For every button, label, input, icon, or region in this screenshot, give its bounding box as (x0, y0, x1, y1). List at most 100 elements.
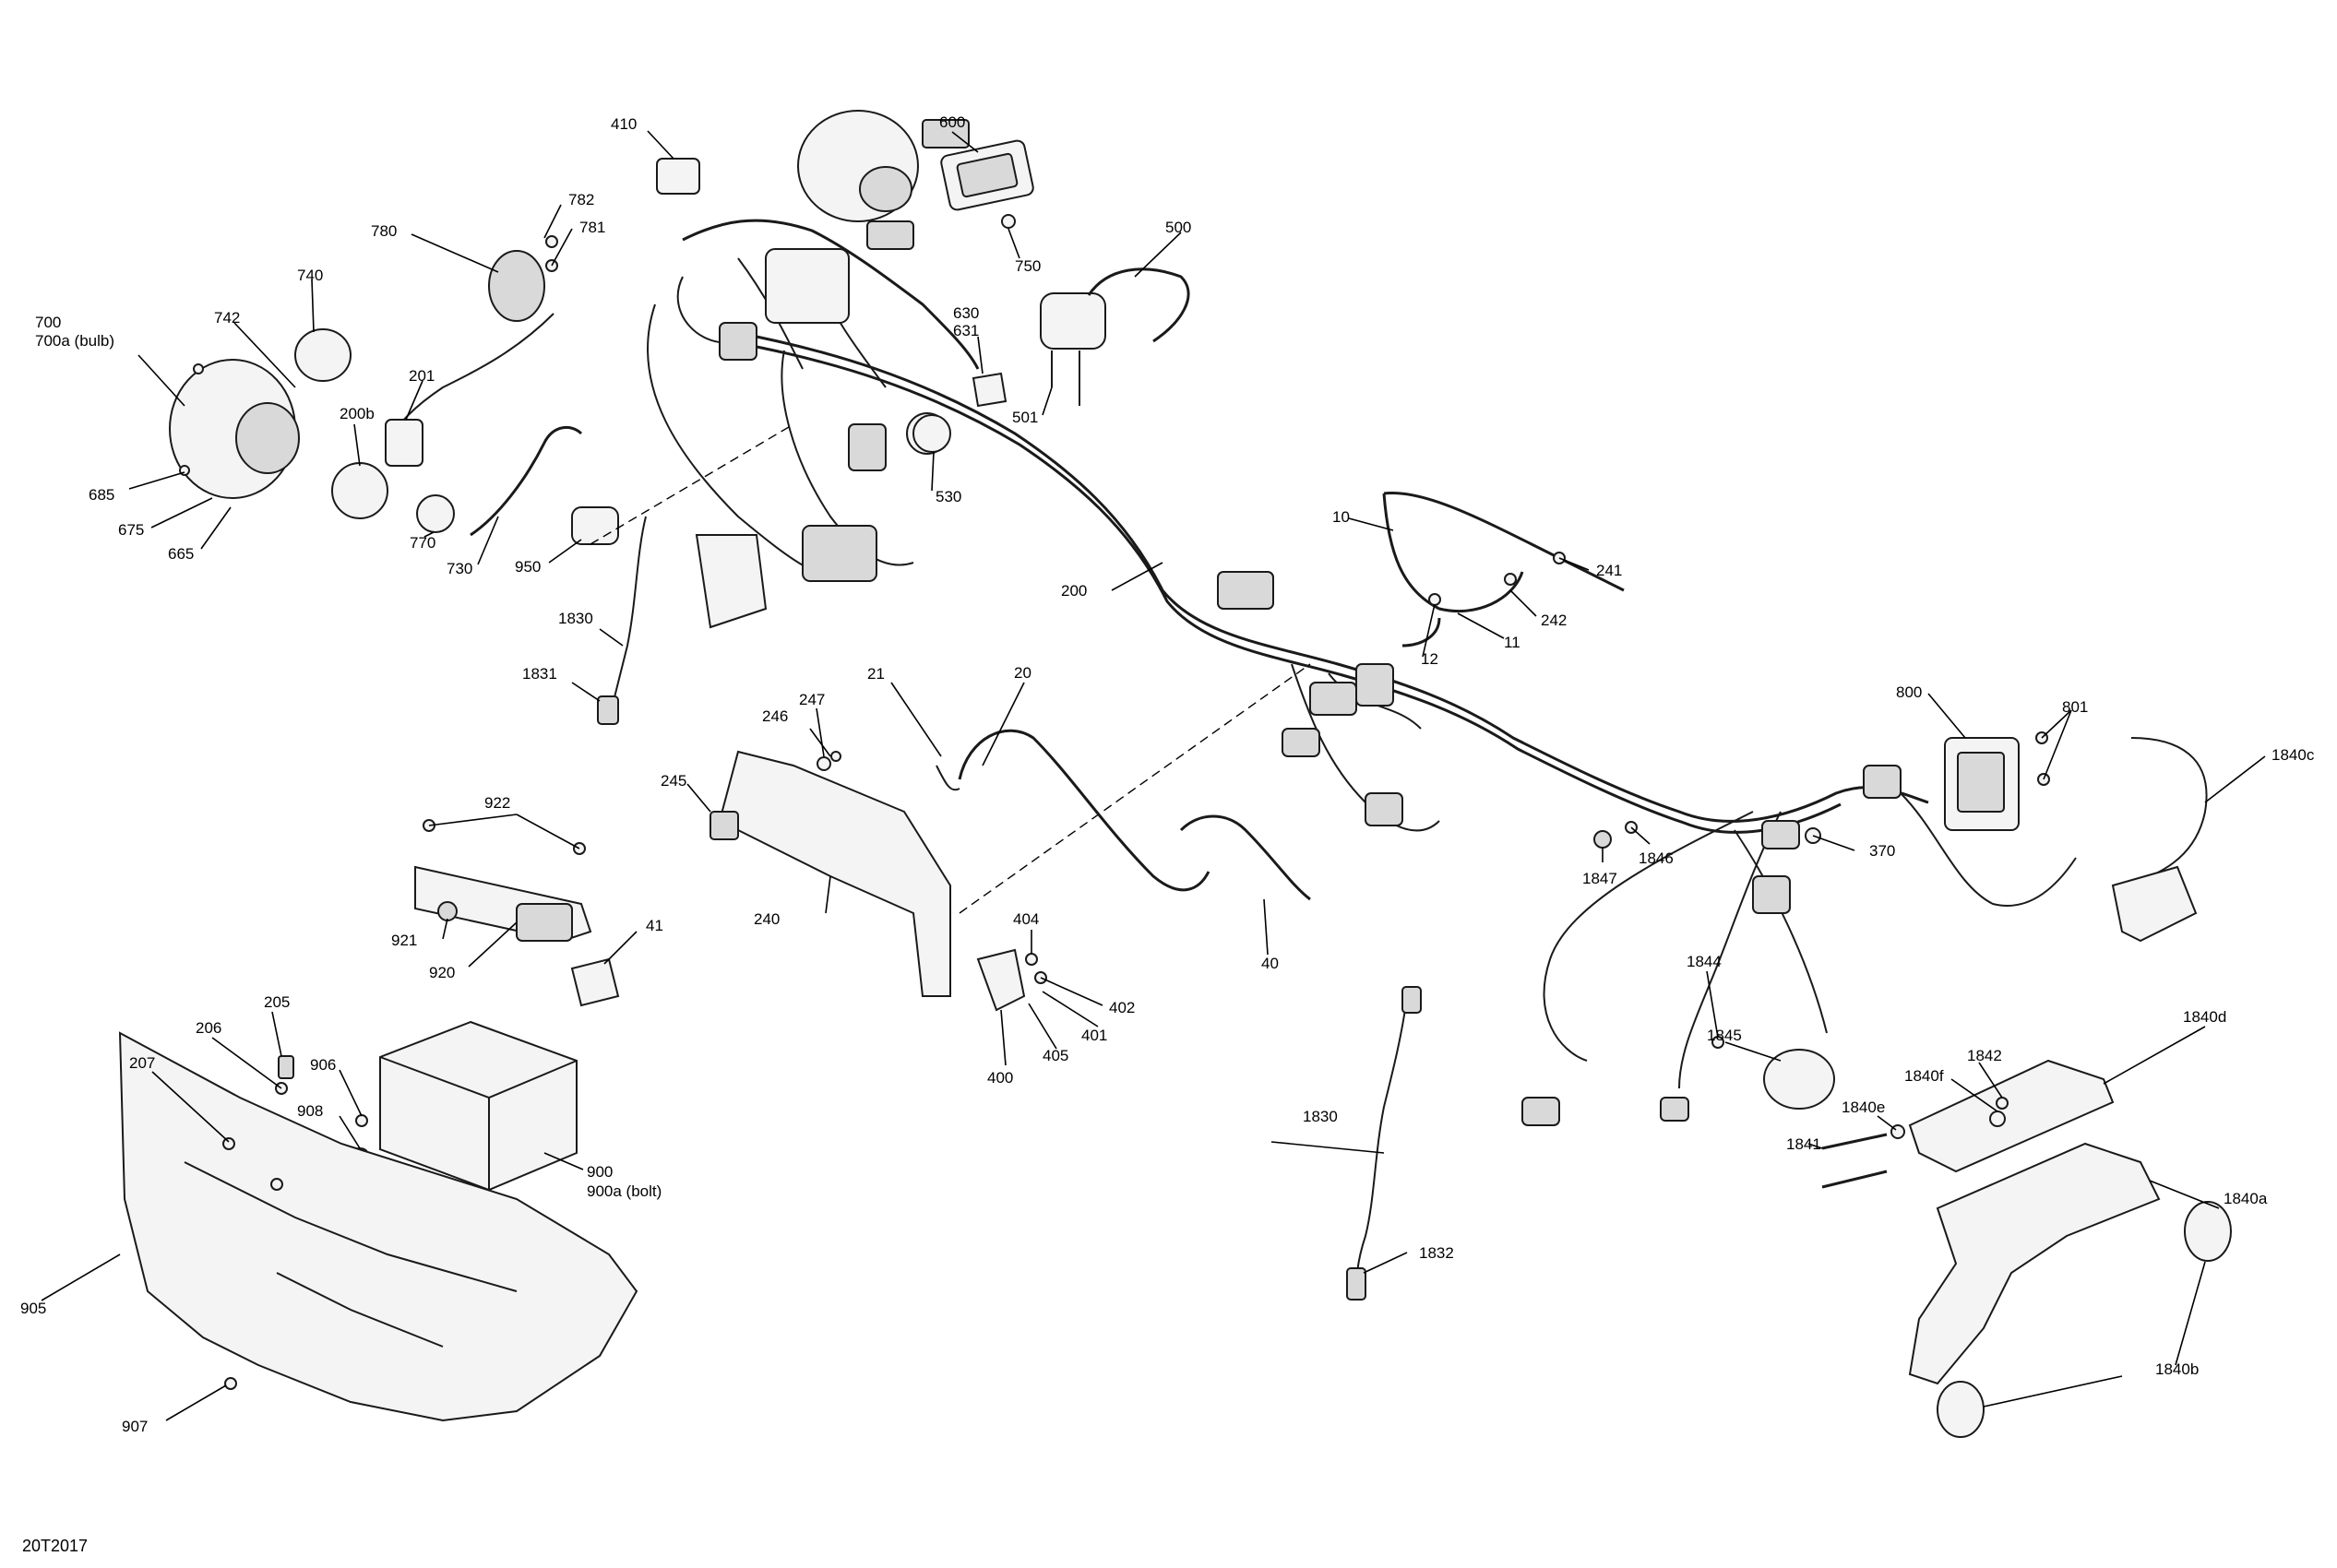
callout-1831: 1831 (522, 665, 557, 683)
callout-1846: 1846 (1639, 849, 1674, 867)
cap-200b (331, 462, 388, 519)
callout-200b: 200b (340, 405, 375, 422)
nut-1842 (1996, 1097, 2009, 1110)
clip-205 (278, 1055, 294, 1079)
sensor-1831 (597, 695, 619, 725)
callout-1847: 1847 (1582, 870, 1617, 887)
reflector-1840b-top (2184, 1201, 2232, 1262)
callout-685: 685 (89, 486, 114, 504)
callout-800: 800 (1896, 683, 1922, 701)
callout-1840c: 1840c (2271, 746, 2315, 764)
callout-1840e: 1840e (1842, 1099, 1885, 1116)
callout-205: 205 (264, 993, 290, 1011)
callout-402: 402 (1109, 999, 1135, 1016)
leader-lines (41, 130, 2266, 1421)
callout-1832: 1832 (1419, 1244, 1454, 1262)
callout-245: 245 (661, 772, 686, 790)
callout-921: 921 (391, 932, 417, 949)
callout-700: 700 (35, 314, 61, 331)
bracket-240 (709, 750, 951, 997)
alignment-line-2 (959, 663, 1311, 914)
callout-1841: 1841 (1786, 1135, 1821, 1153)
bolt-906 (355, 1114, 368, 1127)
screw-907 (224, 1377, 237, 1390)
alignment-line-1 (590, 423, 794, 545)
callout-905: 905 (20, 1300, 46, 1317)
switch-950 (571, 506, 619, 545)
cable-21 (936, 765, 960, 791)
bracket-1840d (1908, 1059, 2115, 1173)
callout-801: 801 (2062, 698, 2088, 716)
callout-530: 530 (936, 488, 961, 505)
nut-921 (437, 901, 458, 921)
light-1840c (2111, 737, 2208, 943)
callout-242: 242 (1541, 612, 1567, 629)
callout-1830-right: 1830 (1303, 1108, 1338, 1125)
callout-630: 630 (953, 304, 979, 322)
callout-405: 405 (1043, 1047, 1068, 1064)
battery-tray-905 (118, 1031, 638, 1422)
callout-906: 906 (310, 1056, 336, 1074)
callout-21: 21 (867, 665, 885, 683)
callout-10: 10 (1332, 508, 1350, 526)
callout-11: 11 (1504, 634, 1520, 651)
callout-700a: 700a (bulb) (35, 332, 114, 350)
switch-500 (1040, 267, 1190, 406)
callout-730: 730 (447, 560, 472, 577)
relay-410 (656, 158, 700, 195)
callout-908: 908 (297, 1102, 323, 1120)
rear-harness-10 (1382, 491, 1625, 647)
callout-41: 41 (646, 917, 663, 934)
cover-41 (570, 957, 620, 1007)
callout-1840f: 1840f (1904, 1067, 1944, 1085)
nut-1840f (1989, 1111, 2006, 1127)
callout-246: 246 (762, 707, 788, 725)
callout-907: 907 (122, 1418, 148, 1435)
main-wiring-harness (387, 276, 2077, 1126)
switch-530 (912, 414, 951, 453)
callout-780: 780 (371, 222, 397, 240)
wire-730 (470, 425, 583, 537)
callout-1830-left: 1830 (558, 610, 593, 627)
callout-labels: 410 600 782 781 780 750 500 740 700 700a… (20, 113, 2315, 1435)
callout-631: 631 (953, 322, 979, 339)
bolt-1841 (1821, 1133, 1888, 1150)
horn-780 (488, 250, 545, 322)
callout-600: 600 (939, 113, 965, 131)
buzzer-1845 (1763, 1049, 1835, 1110)
grommet-630 (972, 372, 1008, 408)
connector-201 (385, 419, 423, 467)
callout-742: 742 (214, 309, 240, 327)
bracket-400 (976, 948, 1026, 1012)
screw-750 (1001, 214, 1016, 229)
nut-1847 (1593, 830, 1612, 849)
callout-370: 370 (1869, 842, 1895, 860)
callout-1840a: 1840a (2224, 1190, 2268, 1207)
callout-207: 207 (129, 1054, 155, 1072)
callout-206: 206 (196, 1019, 221, 1037)
callout-40: 40 (1261, 955, 1279, 972)
bolt-1841b (1821, 1170, 1888, 1189)
callout-675: 675 (118, 521, 144, 539)
battery-900 (379, 1020, 578, 1192)
screw-782 (545, 235, 558, 248)
license-plate-bracket-1840a (1908, 1142, 2161, 1385)
module-600 (940, 139, 1034, 211)
callout-900: 900 (587, 1163, 613, 1181)
callout-410: 410 (611, 115, 637, 133)
callout-501: 501 (1012, 409, 1038, 426)
reflector-1840b-bottom (1937, 1381, 1985, 1438)
callout-1840b: 1840b (2155, 1360, 2199, 1378)
callout-781: 781 (579, 219, 605, 236)
cable-40 (1179, 814, 1311, 901)
bulb-770 (416, 494, 455, 533)
sensor-1830-left (608, 516, 647, 720)
callout-750: 750 (1015, 257, 1041, 275)
callout-900a: 900a (bolt) (587, 1182, 662, 1200)
screw-242 (1504, 573, 1517, 586)
callout-20: 20 (1014, 664, 1031, 682)
sensor-1830-right (1355, 995, 1408, 1292)
callout-500: 500 (1165, 219, 1191, 236)
callout-665: 665 (168, 545, 194, 563)
